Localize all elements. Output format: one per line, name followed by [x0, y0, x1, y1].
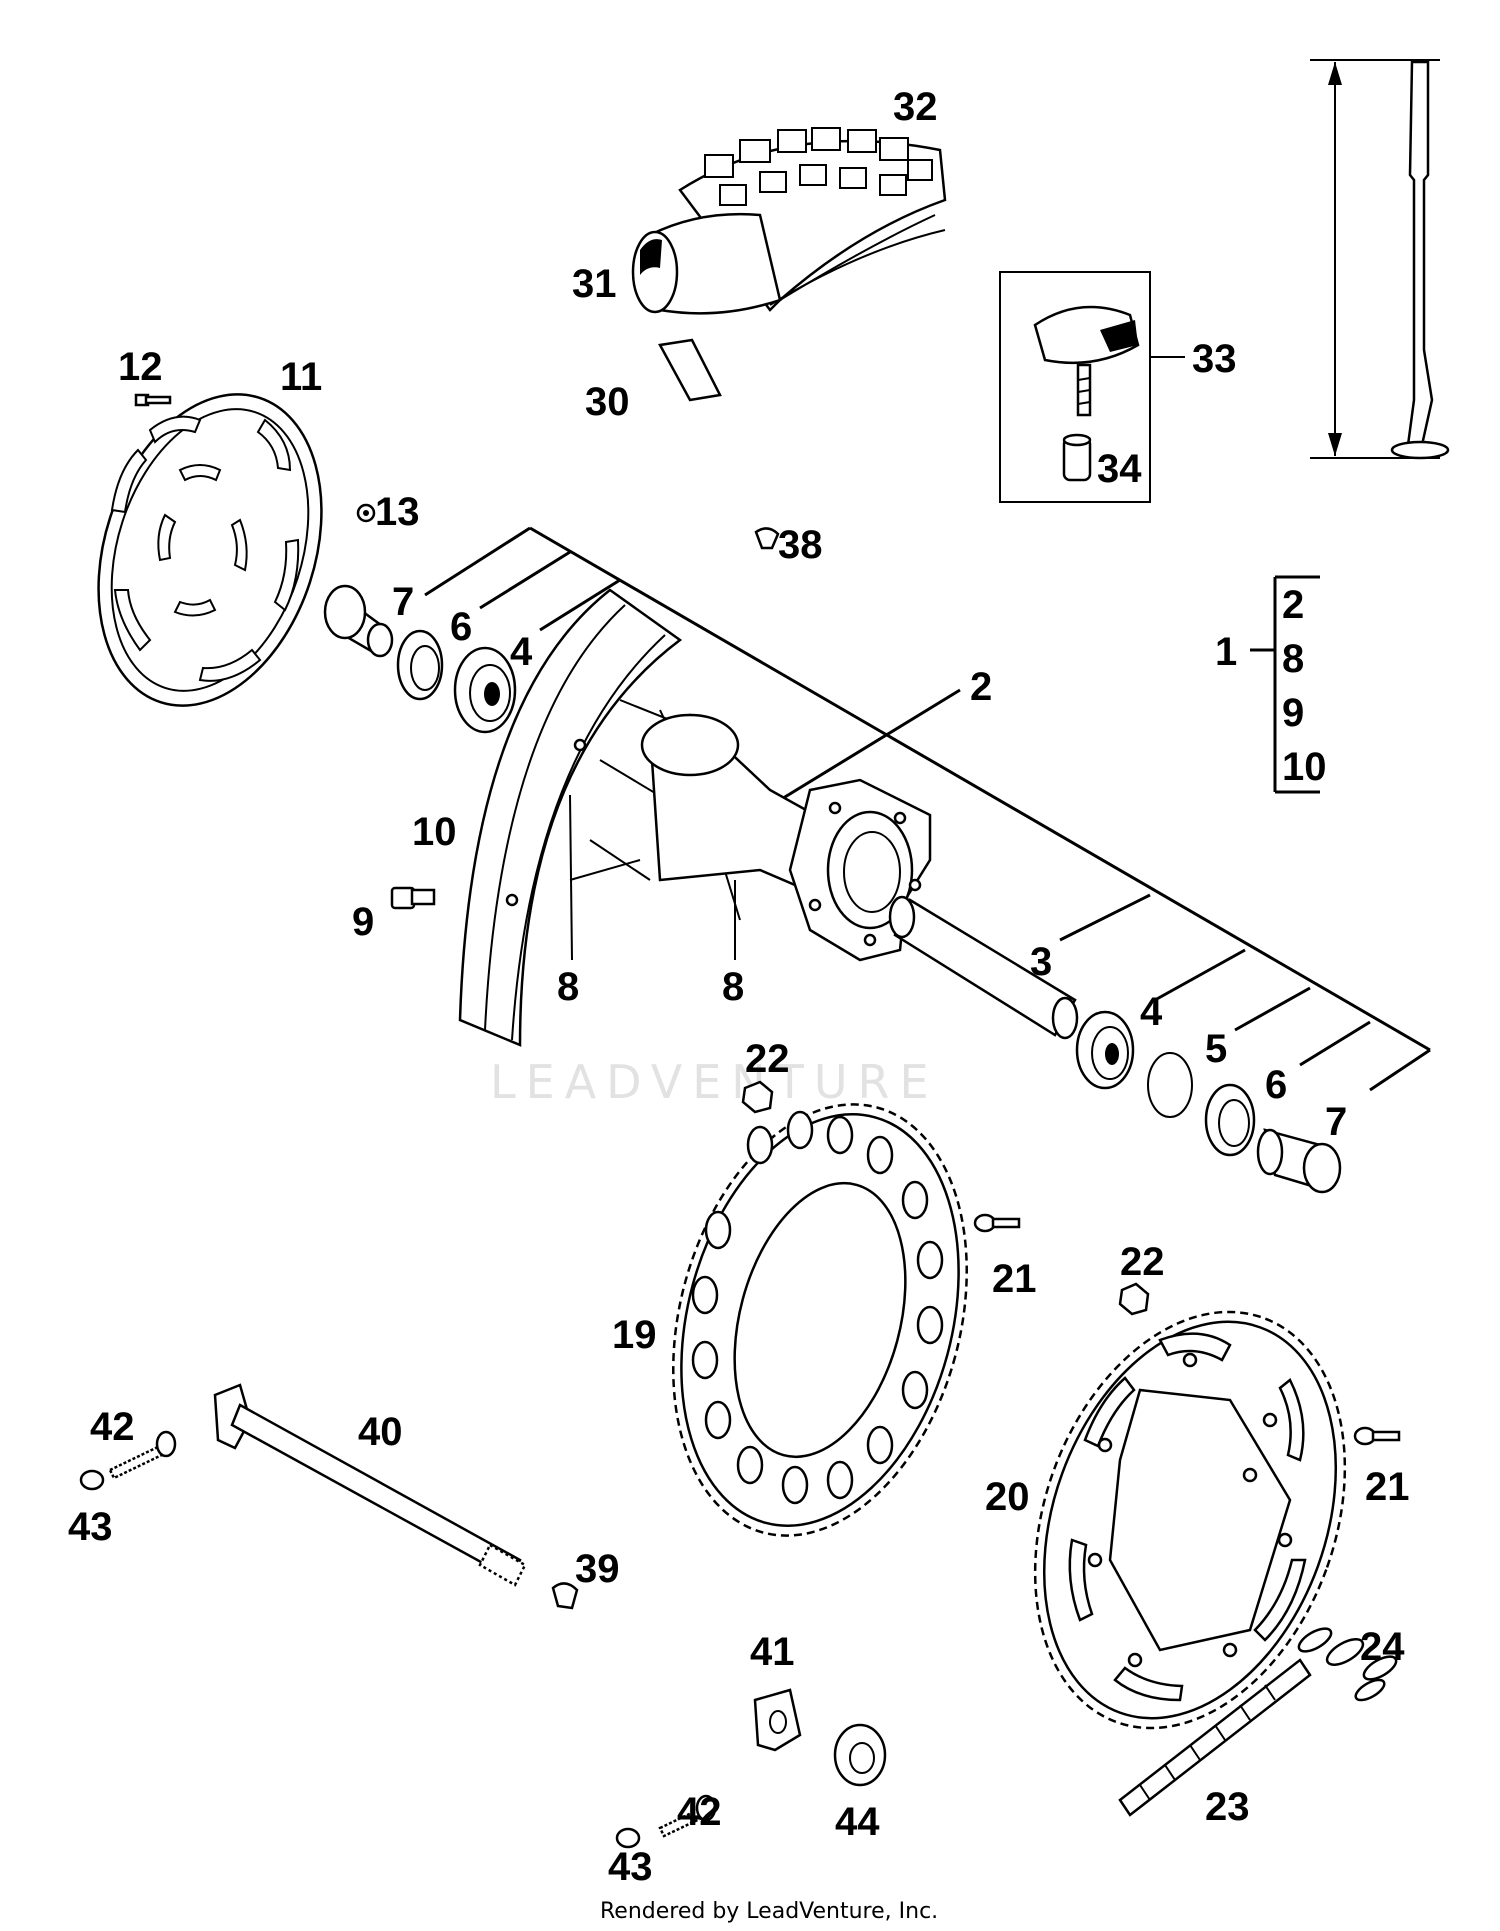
callout-11: 11 [280, 355, 322, 399]
callout-10-rim: 10 [412, 810, 457, 854]
callout-40: 40 [358, 1410, 403, 1454]
valve-box [999, 271, 1185, 503]
callout-6: 6 [450, 605, 472, 649]
kit-bracket [1250, 575, 1320, 794]
chain [1118, 1658, 1312, 1817]
callout-8-spoke-b: 8 [722, 965, 744, 1009]
callout-2: 2 [1282, 583, 1304, 627]
callout-21-b: 21 [1365, 1465, 1410, 1509]
rim [458, 588, 683, 1047]
adjuster-nut-a [79, 1469, 105, 1491]
callout-42-b: 42 [677, 1790, 722, 1834]
rim-tape-illustration [658, 338, 722, 402]
callout-3: 3 [1030, 940, 1052, 984]
sprocket-bolt-a [973, 1213, 1021, 1233]
callout-34: 34 [1097, 447, 1142, 491]
adjuster-bolt-b [658, 1794, 717, 1838]
callout-4-right: 4 [1140, 990, 1163, 1034]
callout-9-valve: 9 [352, 900, 374, 944]
sprocket-steel [672, 1103, 968, 1537]
callout-leaders [569, 794, 736, 961]
circlip [1147, 1052, 1193, 1118]
callout-22-a: 22 [745, 1037, 790, 1081]
callout-9: 9 [1282, 691, 1304, 735]
callout-38: 38 [778, 523, 823, 567]
callout-21-a: 21 [992, 1257, 1037, 1301]
callout-7: 7 [392, 580, 414, 624]
callout-43-a: 43 [68, 1505, 113, 1549]
callout-33: 33 [1192, 337, 1237, 381]
disc-bolt [134, 393, 172, 407]
axle [213, 1383, 527, 1587]
callout-20: 20 [985, 1475, 1030, 1519]
callout-44: 44 [835, 1800, 880, 1844]
sprocket-nut-a [741, 1080, 774, 1114]
callout-5: 5 [1205, 1027, 1227, 1071]
chain-adjuster [753, 1688, 802, 1752]
callout-41: 41 [750, 1630, 795, 1674]
spoke-dimension [1310, 59, 1450, 460]
left-bearing [453, 646, 517, 734]
adjuster-nut-b [615, 1827, 641, 1849]
callout-2-hub: 2 [970, 665, 992, 709]
right-seal [1204, 1083, 1256, 1157]
axle-nut [833, 1723, 887, 1787]
watermark: LEADVENTURE [490, 1055, 939, 1109]
footer-credit: Rendered by LeadVenture, Inc. [600, 1899, 938, 1924]
left-seal [396, 629, 444, 701]
callout-42-a: 42 [90, 1405, 135, 1449]
callout-22-b: 22 [1120, 1240, 1165, 1284]
callout-19: 19 [612, 1313, 657, 1357]
axle-cap [551, 1582, 579, 1610]
hub-spacer-tube [888, 895, 1079, 1040]
brake-disc [97, 393, 323, 707]
callout-23: 23 [1205, 1785, 1250, 1829]
sprocket-bolt-b [1353, 1426, 1401, 1446]
callout-labels: 1 2 8 9 10 32 31 30 33 34 12 11 13 38 7 … [68, 85, 1410, 1889]
adjuster-bolt-a [108, 1430, 177, 1480]
sprocket-nut-b [1118, 1282, 1150, 1316]
callout-7-right: 7 [1325, 1100, 1347, 1144]
callout-12: 12 [118, 345, 163, 389]
callout-1: 1 [1215, 630, 1237, 674]
left-spacer [323, 584, 394, 658]
callout-30: 30 [585, 380, 630, 424]
callout-8: 8 [1282, 637, 1304, 681]
callout-13: 13 [375, 490, 420, 534]
callout-32: 32 [893, 85, 938, 129]
disc-nut [356, 503, 376, 523]
inner-tube-illustration [631, 212, 782, 315]
callout-8-spoke-a: 8 [557, 965, 579, 1009]
callout-6-right: 6 [1265, 1063, 1287, 1107]
callout-24: 24 [1360, 1625, 1405, 1669]
callout-39: 39 [575, 1547, 620, 1591]
hub [640, 713, 932, 962]
assembly-leader-lines [424, 526, 1431, 1092]
callout-31: 31 [572, 262, 617, 306]
callout-4: 4 [510, 630, 533, 674]
plug-38 [754, 527, 780, 550]
callout-43-b: 43 [608, 1845, 653, 1889]
callout-10: 10 [1282, 745, 1327, 789]
right-spacer [1256, 1128, 1342, 1194]
sprocket-alloy [1033, 1310, 1347, 1730]
master-link [1297, 1627, 1398, 1702]
rim-valve-nut [390, 886, 436, 910]
right-bearing [1075, 1010, 1135, 1090]
